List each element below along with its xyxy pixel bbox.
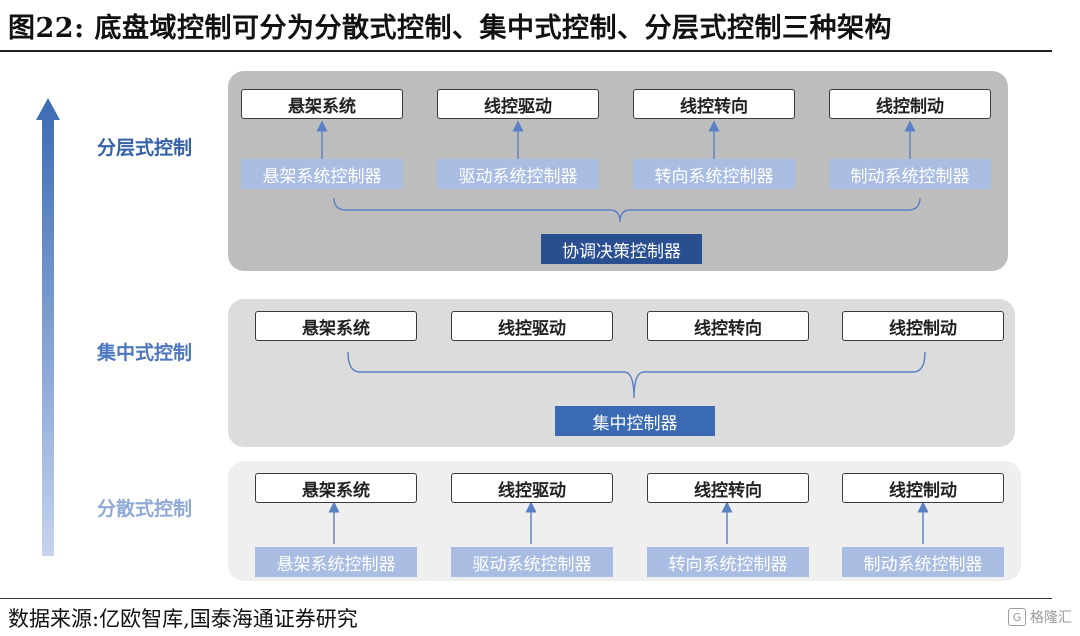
title-divider [0,50,1052,52]
figure-title: 图22: 底盘域控制可分为分散式控制、集中式控制、分层式控制三种架构 [8,13,892,44]
hierarchical-system-brake: 线控制动 [829,89,991,119]
distributed-system-suspension: 悬架系统 [255,473,417,503]
layer-label-hierarchical: 分层式控制 [97,137,193,159]
source-note: 数据来源:亿欧智库,国泰海通证券研究 [8,607,358,631]
distributed-controller-brake: 制动系统控制器 [842,547,1004,577]
distributed-system-brake: 线控制动 [842,473,1004,503]
hierarchical-controller-drive: 驱动系统控制器 [437,159,599,189]
watermark-logo-icon: G [1008,608,1026,626]
hierarchical-system-drive: 线控驱动 [437,89,599,119]
arrow-up-icon [36,98,60,556]
distributed-system-drive: 线控驱动 [451,473,613,503]
watermark: G 格隆汇 [1008,607,1072,627]
footer-divider [0,598,1052,599]
centralized-system-suspension: 悬架系统 [255,311,417,341]
hierarchical-system-steering: 线控转向 [633,89,795,119]
hierarchical-system-suspension: 悬架系统 [241,89,403,119]
hierarchical-controller-steering: 转向系统控制器 [633,159,795,189]
centralized-system-brake: 线控制动 [842,311,1004,341]
distributed-controller-drive: 驱动系统控制器 [451,547,613,577]
distributed-controller-suspension: 悬架系统控制器 [255,547,417,577]
hierarchical-controller-suspension: 悬架系统控制器 [241,159,403,189]
central-controller: 集中控制器 [555,406,715,436]
layer-label-centralized: 集中式控制 [97,342,193,364]
distributed-controller-steering: 转向系统控制器 [647,547,809,577]
centralized-system-steering: 线控转向 [647,311,809,341]
centralized-system-drive: 线控驱动 [451,311,613,341]
distributed-system-steering: 线控转向 [647,473,809,503]
coordination-controller: 协调决策控制器 [541,234,702,264]
hierarchical-controller-brake: 制动系统控制器 [829,159,991,189]
layer-label-distributed: 分散式控制 [97,498,193,520]
watermark-text: 格隆汇 [1030,610,1072,626]
